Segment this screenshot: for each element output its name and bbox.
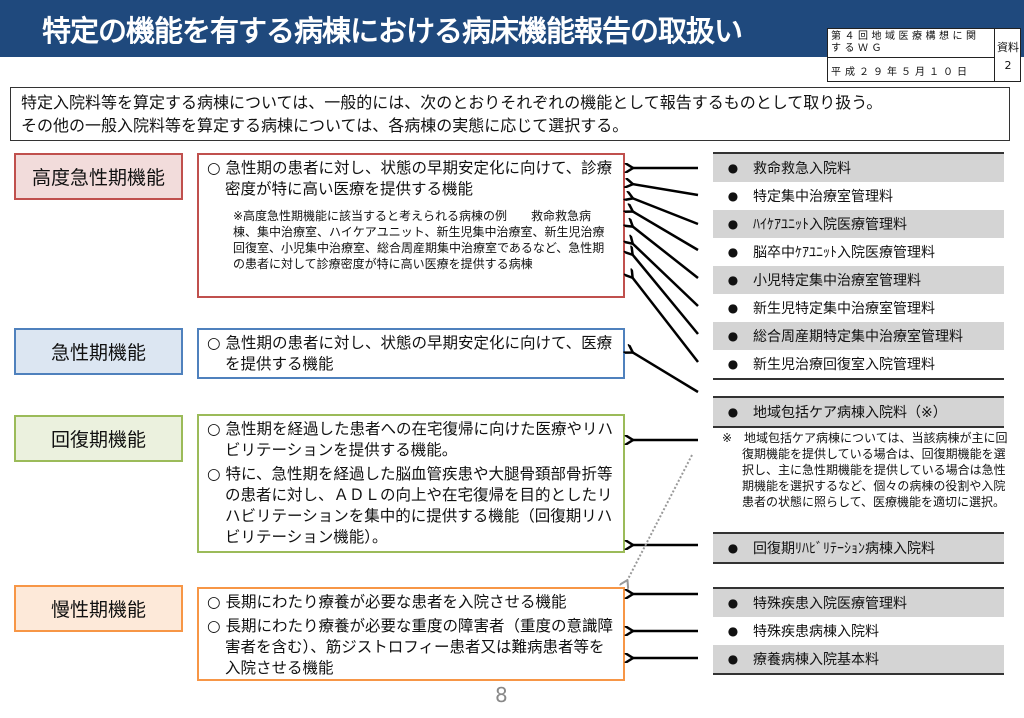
desc-item: ○ 長期にわたり療養が必要な患者を入院させる機能 [207,593,567,611]
bullet: ● [727,357,739,371]
intro-line: その他の一般入院料等を算定する病棟については、各病棟の実態に応じて選択する。 [21,116,629,135]
arrow [632,277,699,363]
bullet: ● [727,624,739,638]
desc-item: ○ 長期にわたり療養が必要な重度の障害者（重度の意識障害者を含む）、筋ジストロフ… [207,617,613,677]
fee-name: 新生児治療回復室入院管理料 [753,357,935,373]
list-item: ● ﾊｲｹｱﾕﾆｯﾄ入院医療管理料 [713,210,1004,238]
fee-name: 総合周産期特定集中治療室管理料 [753,329,963,345]
fee-name: 特殊疾患病棟入院料 [753,624,879,640]
bullet: ● [727,541,739,555]
desc-recovery: ○ 急性期を経過した患者への在宅復帰に向けた医療やリハビリテーションを提供する機… [197,414,625,553]
list-item: ● 救命救急入院料 [713,154,1004,182]
fee-name: ﾊｲｹｱﾕﾆｯﾄ入院医療管理料 [753,217,907,233]
fee-rehab: ● 回復期ﾘﾊﾋﾞﾘﾃｰｼｮﾝ病棟入院料 [713,532,1004,564]
bullet: ● [727,301,739,315]
label-acute: 急性期機能 [14,328,183,375]
list-item: ● 療養病棟入院基本料 [713,645,1004,673]
page-title: 特定の機能を有する病棟における病床機能報告の取扱い [42,14,743,48]
desc-acute: ○ 急性期の患者に対し、状態の早期安定化に向けて、医療を提供する機能 [197,328,625,379]
bullet: ● [727,596,739,610]
desc-item: ○ 急性期の患者に対し、状態の早期安定化に向けて、医療を提供する機能 [207,334,613,373]
meeting-date: 平成２９年５月１０日 [828,57,994,83]
bullet: ● [727,189,739,203]
desc-item: ○ 急性期を経過した患者への在宅復帰に向けた医療やリハビリテーションを提供する機… [207,420,613,459]
community-care-note: ※ 地域包括ケア病棟については、当該病棟が主に回復期機能を提供している場合は、回… [722,431,1008,509]
list-item: ● 特定集中治療室管理料 [713,182,1004,210]
arrow [632,226,699,279]
fee-name: 脳卒中ｹｱﾕﾆｯﾄ入院医療管理料 [753,245,935,261]
list-item: ● 新生児治療回復室入院管理料 [713,350,1004,378]
arrow [632,243,699,307]
fee-name: 特定集中治療室管理料 [753,189,893,205]
fee-name: 救命救急入院料 [753,161,851,177]
list-item: ● 特殊疾患病棟入院料 [713,617,1004,645]
arrow [632,198,699,226]
arrow [632,184,699,197]
list-item: ● 新生児特定集中治療室管理料 [713,294,1004,322]
doc-label: 資料 [997,41,1019,54]
list-item: ● 特殊疾患入院医療管理料 [713,589,1004,617]
dotted-arrow [627,454,693,581]
bullet: ● [727,329,739,343]
list-item: ● 小児特定集中治療室管理料 [713,266,1004,294]
fee-name: 回復期ﾘﾊﾋﾞﾘﾃｰｼｮﾝ病棟入院料 [753,541,935,557]
list-item: ● 地域包括ケア病棟入院料（※） [713,398,1004,426]
desc-chronic: ○ 長期にわたり療養が必要な患者を入院させる機能 ○ 長期にわたり療養が必要な重… [197,587,625,681]
fee-list-acute: ● 救命救急入院料 ● 特定集中治療室管理料 ● ﾊｲｹｱﾕﾆｯﾄ入院医療管理料 ● 脳… [713,152,1004,380]
list-item: ● 総合周産期特定集中治療室管理料 [713,322,1004,350]
fee-name: 新生児特定集中治療室管理料 [753,301,935,317]
fee-name: 地域包括ケア病棟入院料（※） [753,405,947,421]
list-item: ● 回復期ﾘﾊﾋﾞﾘﾃｰｼｮﾝ病棟入院料 [713,534,1004,562]
doc-number: 2 [1004,59,1012,72]
fee-community: ● 地域包括ケア病棟入院料（※） [713,396,1004,428]
bullet: ● [727,273,739,287]
page-number: 8 [495,683,508,707]
meeting-name: 第４回地域医療構想に関するＷＧ [831,31,980,54]
desc-note: ※高度急性期機能に該当すると考えられる病棟の例 救命救急病棟、集中治療室、ハイケ… [233,209,605,271]
arrow [632,352,699,394]
label-recovery: 回復期機能 [14,415,183,462]
intro-box: 特定入院料等を算定する病棟については、一般的には、次のとおりそれぞれの機能として… [10,87,1010,141]
bullet: ● [727,161,739,175]
bullet: ● [727,652,739,666]
bullet: ● [727,217,739,231]
meeting-info-box: 第４回地域医療構想に関するＷＧ 平成２９年５月１０日 資料 2 [827,28,1021,82]
label-high-acute: 高度急性期機能 [14,153,183,200]
fee-name: 特殊疾患入院医療管理料 [753,596,907,612]
desc-item: ○ 特に、急性期を経過した脳血管疾患や大腿骨頚部骨折等の患者に対し、ＡＤＬの向上… [207,465,613,546]
desc-item: ○ 急性期の患者に対し、状態の早期安定化に向けて、診療密度が特に高い医療を提供す… [207,159,613,198]
list-item: ● 脳卒中ｹｱﾕﾆｯﾄ入院医療管理料 [713,238,1004,266]
fee-name: 療養病棟入院基本料 [753,652,879,668]
bullet: ● [727,245,739,259]
intro-line: 特定入院料等を算定する病棟については、一般的には、次のとおりそれぞれの機能として… [21,93,883,112]
arrow [632,254,699,335]
bullet: ● [727,405,739,419]
fee-list-chronic: ● 特殊疾患入院医療管理料 ● 特殊疾患病棟入院料 ● 療養病棟入院基本料 [713,587,1004,675]
fee-name: 小児特定集中治療室管理料 [753,273,921,289]
label-chronic: 慢性期機能 [14,585,183,632]
arrow [632,211,699,252]
desc-high-acute: ○ 急性期の患者に対し、状態の早期安定化に向けて、診療密度が特に高い医療を提供す… [197,153,625,298]
